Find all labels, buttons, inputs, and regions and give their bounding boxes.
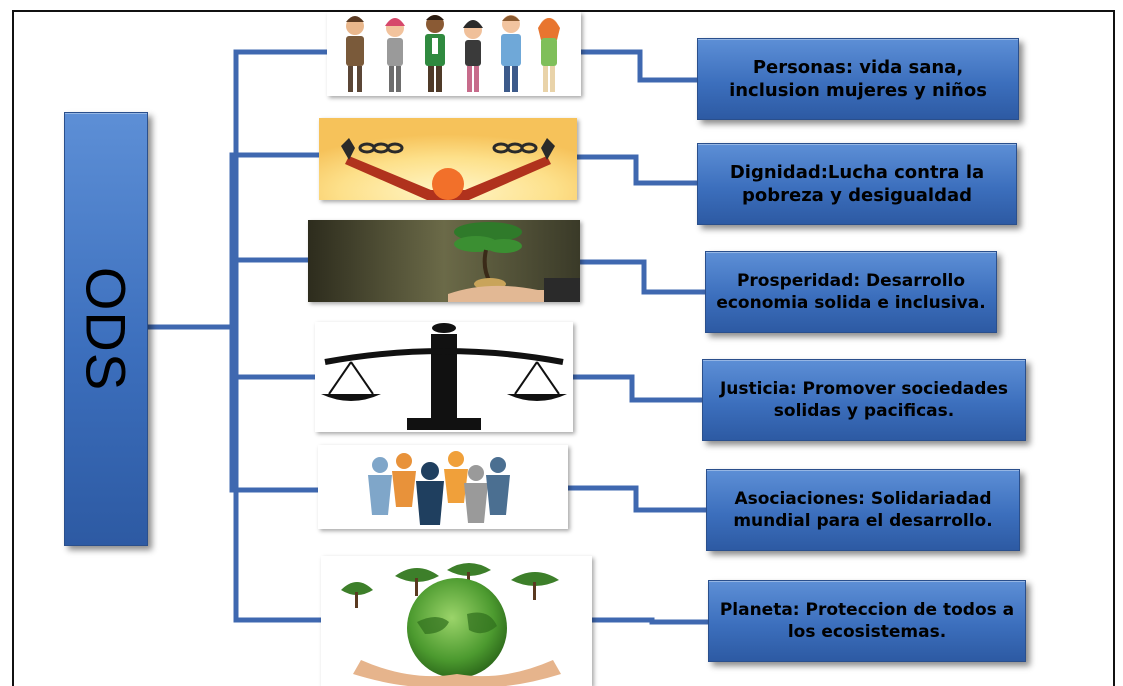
branch-right-justicia: [570, 374, 705, 403]
branch-box-personas: Personas: vida sana, inclusion mujeres y…: [697, 38, 1019, 120]
branch-box-dignidad: Dignidad:Lucha contra la pobreza y desig…: [697, 143, 1017, 225]
ods-label: ODS: [74, 266, 138, 392]
diagram-frame: [12, 10, 1115, 686]
money-tree-in-hands-icon: [308, 220, 580, 302]
broken-chains-raised-arms-icon: [319, 118, 577, 200]
scales-of-justice-icon: [321, 323, 567, 430]
branch-right-planeta: [589, 617, 711, 625]
branch-text-asociaciones: Asociaciones: Solidariadad mundial para …: [733, 488, 993, 531]
dignidad-image: [319, 118, 577, 200]
prosperidad-image: [308, 220, 580, 302]
branch-text-personas: Personas: vida sana, inclusion mujeres y…: [729, 56, 987, 101]
branch-box-planeta: Planeta: Proteccion de todos a los ecosi…: [708, 580, 1026, 662]
ods-central-node: ODS: [64, 112, 148, 546]
personas-image: [327, 12, 581, 96]
branch-text-prosperidad: Prosperidad: Desarrollo economia solida …: [716, 270, 986, 313]
people-partnership-icon: [368, 451, 510, 525]
branch-right-prosperidad: [577, 259, 708, 295]
justicia-image: [315, 322, 573, 432]
branch-right-personas: [578, 49, 700, 83]
planeta-image: [321, 556, 592, 686]
asociaciones-image: [318, 445, 568, 529]
branch-text-planeta: Planeta: Proteccion de todos a los ecosi…: [719, 599, 1015, 642]
branch-text-justicia: Justicia: Promover sociedades solidas y …: [719, 378, 1009, 421]
green-earth-in-hands-icon: [341, 563, 561, 686]
branch-box-prosperidad: Prosperidad: Desarrollo economia solida …: [705, 251, 997, 333]
branch-box-asociaciones: Asociaciones: Solidariadad mundial para …: [706, 469, 1020, 551]
branch-text-dignidad: Dignidad:Lucha contra la pobreza y desig…: [729, 161, 985, 206]
group-of-people-icon: [346, 15, 560, 92]
branch-right-dignidad: [574, 154, 700, 186]
branch-box-justicia: Justicia: Promover sociedades solidas y …: [702, 359, 1026, 441]
branch-right-asociaciones: [565, 485, 709, 513]
